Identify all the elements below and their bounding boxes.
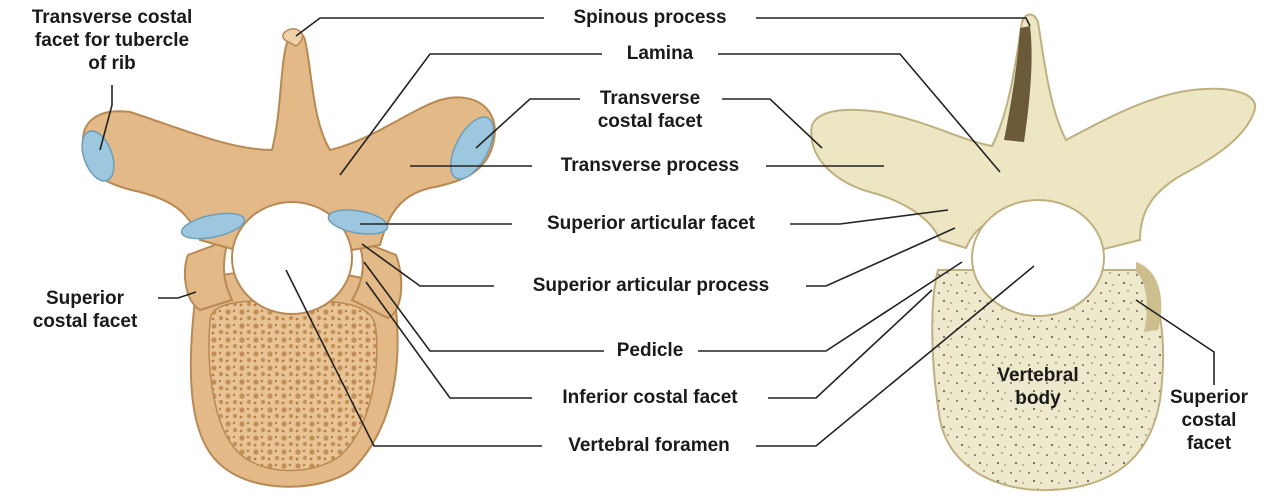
- leader-spinous-process-left: [295, 17, 544, 37]
- illustrated-superior-articular-facet-right: [327, 209, 389, 235]
- leader-superior-articular-process-right: [806, 227, 956, 287]
- illustrated-transverse-costal-facet-right: [449, 116, 495, 180]
- photo-vertebral-body: [931, 269, 1165, 492]
- leader-vertebral-foramen-right: [756, 265, 1035, 447]
- label-pedicle: Pedicle: [616, 340, 684, 361]
- label-spinous-process: Spinous process: [573, 7, 727, 28]
- leader-spinous-process-right: [756, 17, 1031, 27]
- label-superior-articular-process: Superior articular process: [532, 275, 770, 296]
- illustrated-vertebral-foramen: [231, 201, 353, 315]
- label-superior-articular-facet: Superior articular facet: [546, 213, 756, 234]
- photo-vertebra: [810, 13, 1257, 492]
- leader-lines: [99, 17, 1215, 447]
- illustrated-spinous-process: [282, 28, 304, 47]
- illustrated-vertebra: [81, 28, 496, 488]
- leader-transverse-costal-facet-right: [722, 98, 823, 149]
- leader-superior-costal-facet-right: [1135, 299, 1215, 385]
- leader-lamina-right: [718, 53, 1001, 173]
- label-transverse-costal-facet-tubercle: Transverse costal facet for tubercle of …: [31, 7, 193, 74]
- leader-pedicle-right: [698, 261, 963, 352]
- photo-neural-arch: [810, 13, 1257, 252]
- leader-superior-costal-facet-left: [158, 291, 197, 299]
- illustrated-transverse-costal-facet-left: [81, 130, 115, 182]
- leader-vertebral-foramen-left: [285, 269, 542, 447]
- illustrated-superior-articular-facet-left: [180, 212, 246, 240]
- photo-spinous-process-shadow: [1004, 26, 1032, 142]
- leader-transverse-costal-facet-tubercle: [99, 85, 113, 151]
- label-inferior-costal-facet: Inferior costal facet: [562, 387, 738, 408]
- label-lamina: Lamina: [626, 43, 694, 64]
- leader-inferior-costal-facet-left: [365, 281, 532, 399]
- leader-inferior-costal-facet-right: [768, 289, 933, 399]
- photo-vertebral-foramen: [971, 199, 1105, 317]
- leader-pedicle-left: [363, 261, 604, 352]
- label-transverse-process: Transverse process: [560, 155, 740, 176]
- label-superior-costal-facet-left: Superior costal facet: [32, 288, 138, 332]
- photo-right-superior-costal-facet-shadow: [1136, 262, 1162, 332]
- label-transverse-costal-facet: Transverse costal facet: [597, 88, 703, 132]
- leader-transverse-costal-facet-left: [475, 98, 580, 149]
- leader-superior-articular-facet-right: [790, 209, 949, 225]
- illustrated-left-pedicle: [183, 238, 234, 312]
- label-vertebral-body: Vertebral body: [997, 365, 1079, 409]
- leader-lamina-left: [339, 53, 602, 176]
- label-vertebral-foramen: Vertebral foramen: [568, 435, 730, 456]
- leader-superior-articular-process-left: [361, 243, 494, 287]
- label-superior-costal-facet-right: Superior costal facet: [1169, 387, 1249, 454]
